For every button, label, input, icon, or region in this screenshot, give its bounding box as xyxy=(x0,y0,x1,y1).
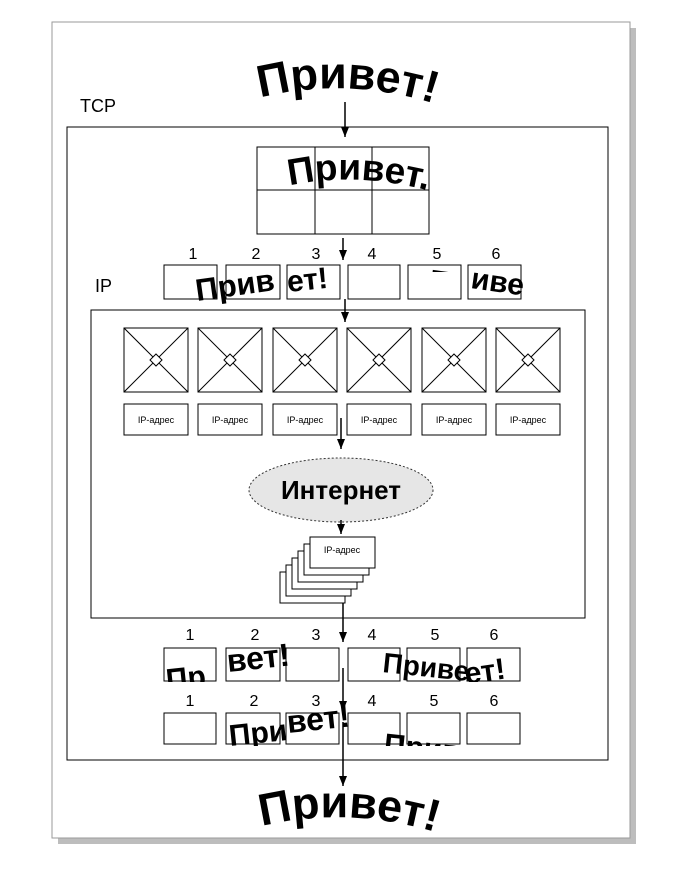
segment-box xyxy=(163,712,217,745)
envelope-icon xyxy=(421,327,487,393)
ip-address-box xyxy=(495,403,561,436)
internet-label: Интернет xyxy=(281,475,401,505)
segment-number: 2 xyxy=(251,627,260,644)
ip-address-box xyxy=(421,403,487,436)
ip-address-label: IP-адрес xyxy=(138,415,175,425)
segment-number: 5 xyxy=(431,627,440,644)
segment-fragment: вет! xyxy=(225,637,291,679)
segment-box xyxy=(347,712,401,745)
segment-number: 3 xyxy=(312,627,321,644)
envelope-icon xyxy=(197,327,263,393)
segment-fragments-received: Пр вет! Приве ет! xyxy=(164,637,507,697)
segment-box xyxy=(285,647,340,682)
segment-box xyxy=(467,264,522,300)
tcp-label: TCP xyxy=(80,96,116,116)
envelope-icon xyxy=(123,327,189,393)
segment-number: 6 xyxy=(492,246,501,263)
segment-number: 4 xyxy=(368,627,377,644)
ip-address-box xyxy=(346,403,412,436)
segment-box xyxy=(466,647,521,682)
segment-box xyxy=(163,264,218,300)
segment-fragments-reassembled: При вет! Прив xyxy=(227,698,462,753)
segment-fragment: вет! xyxy=(285,698,351,740)
segment-numbers-reassembled: 1 2 3 4 5 6 xyxy=(186,693,499,710)
segment-boxes-received xyxy=(163,647,521,682)
segment-number: 5 xyxy=(430,693,439,710)
segment-numbers-sent: 1 2 3 4 5 6 xyxy=(189,246,501,263)
packet-stack: IP-адрес xyxy=(279,536,376,604)
segment-box xyxy=(407,264,462,300)
ip-address-label: IP-адрес xyxy=(212,415,249,425)
segment-box xyxy=(347,647,401,682)
segment-box xyxy=(406,712,461,745)
ip-address-label: IP-адрес xyxy=(361,415,398,425)
segment-box xyxy=(225,264,281,300)
ip-address-label: IP-адрес xyxy=(436,415,473,425)
segment-number: 1 xyxy=(186,627,195,644)
segment-number: 4 xyxy=(368,246,377,263)
segment-number: 3 xyxy=(312,693,321,710)
segment-number: 6 xyxy=(490,693,499,710)
segment-box xyxy=(406,647,461,682)
ip-address-label: IP-адрес xyxy=(287,415,324,425)
segment-numbers-received: 1 2 3 4 5 6 xyxy=(186,627,499,644)
segment-box xyxy=(466,712,521,745)
segment-box xyxy=(225,712,281,745)
segment-number: 6 xyxy=(490,627,499,644)
segment-fragment: иве xyxy=(469,262,526,302)
segment-fragment: Пр xyxy=(164,660,207,697)
ip-address-label: IP-адрес xyxy=(510,415,547,425)
ip-layer-box xyxy=(90,309,586,619)
segment-number: 1 xyxy=(189,246,198,263)
segment-fragment: ет! xyxy=(462,653,507,691)
ip-address-box xyxy=(272,403,338,436)
segment-box xyxy=(347,264,401,300)
segment-number: 4 xyxy=(368,693,377,710)
segment-number: 5 xyxy=(433,246,442,263)
stack-ip-address-label: IP-адрес xyxy=(324,545,361,555)
segment-number: 2 xyxy=(252,246,261,263)
segment-box xyxy=(285,712,340,745)
segment-grid xyxy=(256,146,430,235)
segment-fragment: Прив xyxy=(427,264,508,307)
segment-boxes-sent xyxy=(163,264,522,300)
segment-boxes-reassembled xyxy=(163,712,521,745)
envelope-icon xyxy=(495,327,561,393)
segment-box xyxy=(163,647,217,682)
segment-fragment: ет! xyxy=(285,262,329,299)
segment-number: 3 xyxy=(312,246,321,263)
envelope-icon xyxy=(272,327,338,393)
internet-cloud xyxy=(248,457,434,523)
ip-address-box xyxy=(123,403,189,436)
ip-label: IP xyxy=(95,276,112,296)
packet-envelopes xyxy=(123,327,561,393)
segment-fragment: При xyxy=(227,714,288,753)
ip-address-boxes: IP-адрес IP-адрес IP-адрес IP-адрес IP-а… xyxy=(123,403,561,436)
envelope-icon xyxy=(346,327,412,393)
ip-address-box xyxy=(197,403,263,436)
segment-box xyxy=(286,264,341,300)
tcp-layer-box xyxy=(66,126,609,761)
segment-number: 1 xyxy=(186,693,195,710)
segment-box xyxy=(225,647,281,682)
segment-number: 2 xyxy=(250,693,259,710)
